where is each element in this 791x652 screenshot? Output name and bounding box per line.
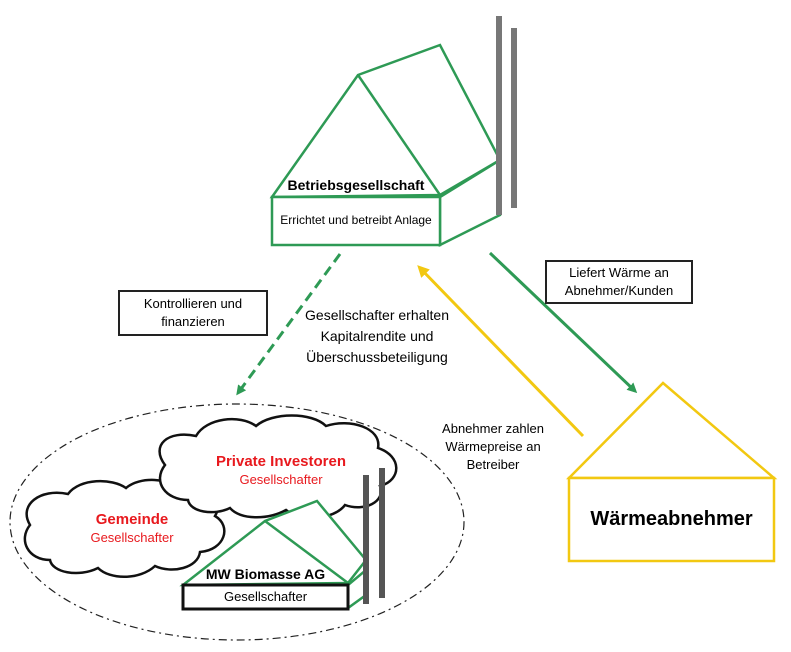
delivers-label: Liefert Wärme an Abnehmer/Kunden	[564, 265, 674, 298]
investors-name: Private Investoren	[215, 453, 347, 470]
operator-building	[269, 16, 517, 248]
municipality-name: Gemeinde	[95, 511, 169, 528]
shareholders-ellipse	[9, 403, 465, 641]
pays-label: Abnehmer zahlen Wärmepreise an Betreiber	[442, 421, 544, 472]
company-building	[179, 468, 385, 611]
delivers-arrow	[488, 251, 638, 394]
municipality-cloud	[23, 478, 226, 578]
investors-role: Gesellschafter	[239, 472, 323, 487]
municipality-role: Gesellschafter	[90, 530, 174, 545]
pays-arrow	[417, 265, 585, 438]
control-arrow	[236, 253, 342, 396]
delivers-label-box: Liefert Wärme an Abnehmer/Kunden	[545, 260, 693, 304]
operator-subtitle: Errichtet und betreibt Anlage	[280, 213, 432, 227]
company-role: Gesellschafter	[223, 589, 308, 604]
control-label: Kontrollieren und finanzieren	[143, 296, 243, 329]
operator-title: Betriebsgesellschaft	[287, 177, 425, 193]
control-label-box: Kontrollieren und finanzieren	[118, 290, 268, 336]
company-name: MW Biomasse AG	[205, 566, 326, 582]
customer-building	[566, 381, 778, 563]
returns-label: Gesellschafter erhalten Kapitalrendite u…	[305, 307, 449, 365]
customer-title: Wärmeabnehmer	[590, 508, 753, 530]
